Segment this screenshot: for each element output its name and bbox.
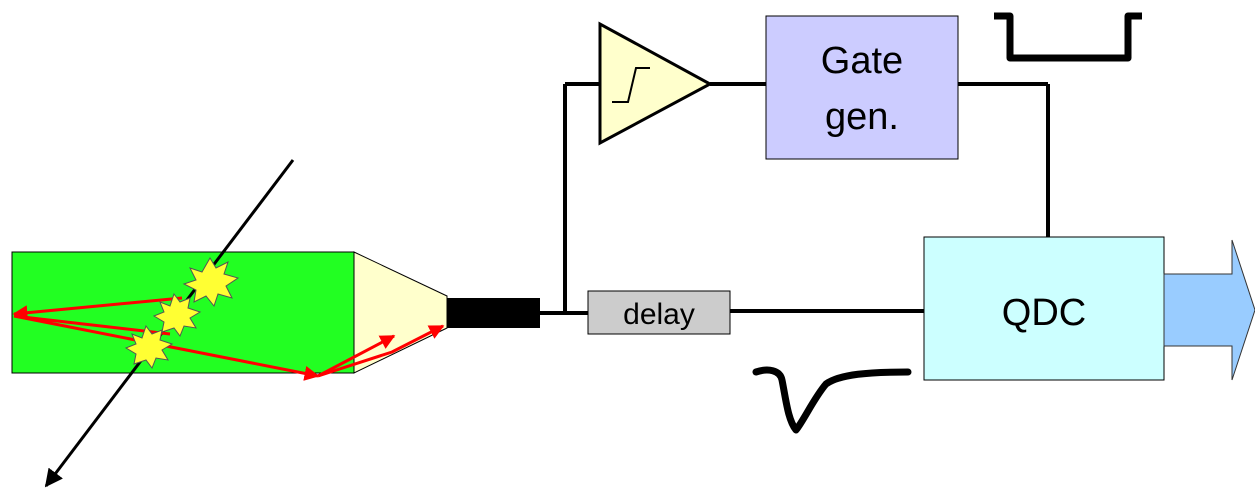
scintillation-flashes xyxy=(124,257,240,370)
photomultiplier-tube xyxy=(447,298,540,328)
negative-pulse-icon xyxy=(752,366,912,434)
gate-generator-label-line1: Gate xyxy=(821,40,903,82)
qdc-label: QDC xyxy=(1002,292,1086,334)
signal-wires xyxy=(540,82,1050,315)
delay-label: delay xyxy=(623,298,695,331)
light-guide xyxy=(353,251,448,374)
qdc-block: QDC xyxy=(923,236,1165,381)
output-arrow-icon xyxy=(1163,239,1255,381)
flash-icon xyxy=(124,324,174,370)
square-gate-pulse-icon xyxy=(994,12,1142,62)
gate-generator-block: Gate gen. xyxy=(765,15,959,160)
flash-icon xyxy=(152,292,202,338)
gate-generator-label-line2: gen. xyxy=(825,96,899,138)
threshold-step-icon xyxy=(612,67,650,103)
photon-paths xyxy=(12,296,445,381)
flash-icon xyxy=(182,257,240,308)
delay-block: delay xyxy=(587,290,731,335)
discriminator xyxy=(598,21,714,146)
